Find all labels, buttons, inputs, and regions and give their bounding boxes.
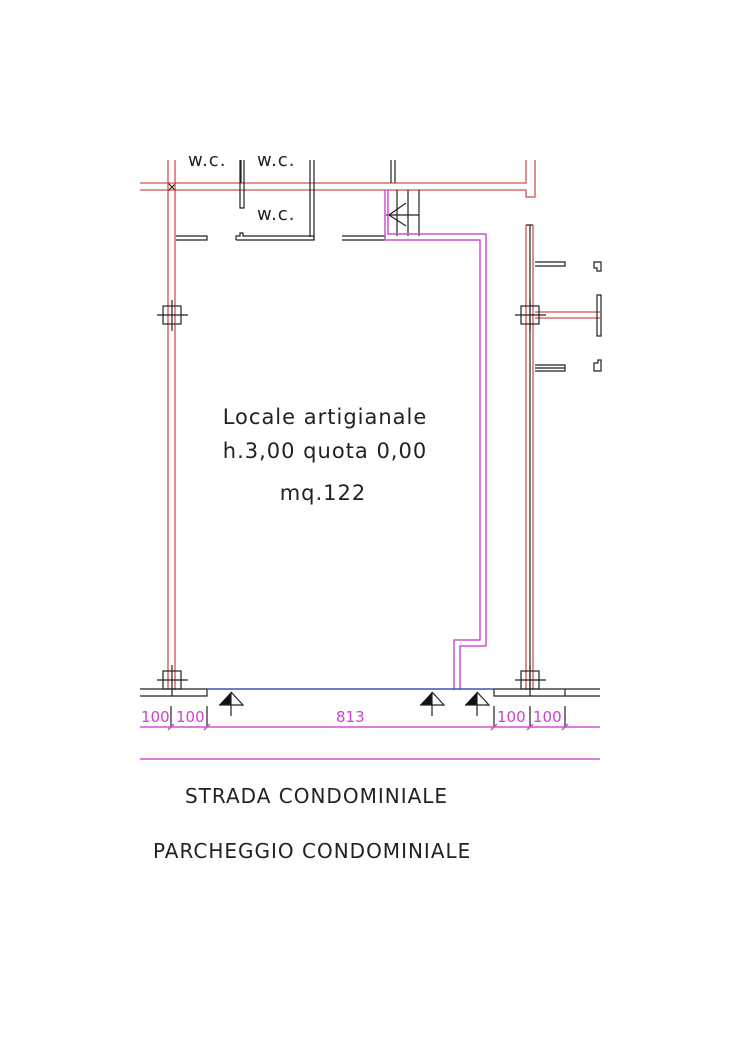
room-name: Locale artigianale [223, 405, 428, 429]
column-icon [515, 300, 546, 331]
dimension-label: 100 [176, 708, 205, 726]
column-icon [515, 665, 546, 696]
section-markers [219, 691, 491, 716]
parking-label: PARCHEGGIO CONDOMINIALE [153, 839, 471, 863]
column-icon [157, 665, 188, 696]
dimension-label: 100 [533, 708, 562, 726]
front-wall [140, 688, 600, 697]
street-label: STRADA CONDOMINIALE [185, 784, 448, 808]
columns [157, 300, 546, 696]
unit-outline [384, 190, 487, 690]
dimension-label: 100 [497, 708, 526, 726]
stair [386, 190, 420, 236]
column-icon [157, 300, 188, 331]
right-wall [525, 224, 534, 690]
dimension-line: 100 100 813 100 100 [140, 706, 600, 760]
room-height-level: h.3,00 quota 0,00 [223, 439, 427, 463]
dimension-label: 813 [336, 708, 365, 726]
room-area: mq.122 [280, 481, 367, 505]
dimension-label: 100 [141, 708, 170, 726]
left-wall [167, 160, 176, 690]
section-arrow-icon [420, 691, 446, 716]
room-label-wc: w.c. [188, 150, 226, 171]
section-arrow-icon [219, 691, 245, 716]
section-arrow-icon [465, 691, 491, 716]
room-label-wc: w.c. [257, 150, 295, 171]
room-label-wc: w.c. [257, 204, 295, 225]
